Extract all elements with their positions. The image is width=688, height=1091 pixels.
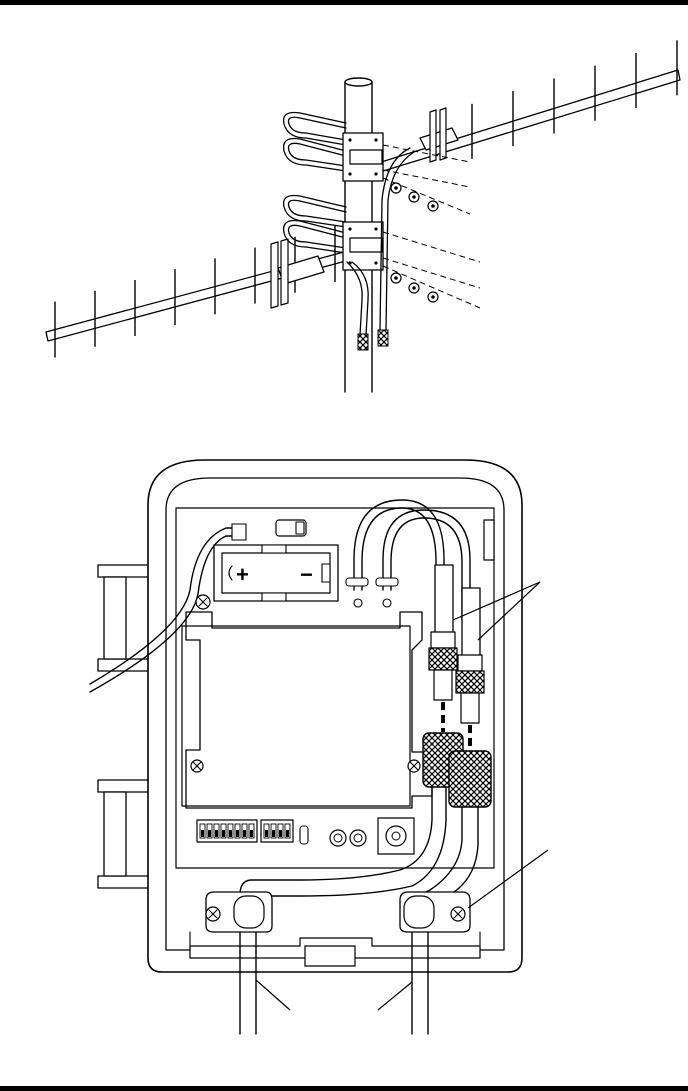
dip-switch-knob — [286, 830, 289, 837]
dip-switch-knob — [265, 830, 268, 837]
antenna-diagram — [46, 15, 688, 392]
dip-switch-bank — [197, 820, 308, 844]
nuts-and-washers — [391, 183, 438, 302]
mounting-brackets — [343, 133, 383, 270]
dip-switch-knob — [250, 830, 253, 837]
dip-switch-knob — [208, 830, 211, 837]
dip-switch-knob — [243, 830, 246, 837]
upper-yagi-antenna — [378, 15, 688, 172]
mounting-rails — [98, 565, 150, 888]
battery-negative-sign: − — [300, 562, 313, 587]
battery-positive-sign: + — [236, 562, 249, 587]
u-bolts — [284, 112, 346, 253]
enclosure-diagram: + − — [90, 460, 548, 1034]
dip-switch-knob — [201, 830, 204, 837]
dip-switch-knob — [229, 830, 232, 837]
lower-yagi-antenna — [46, 226, 357, 358]
dip-switch-knob — [272, 830, 275, 837]
dip-switch-knob — [279, 830, 282, 837]
dip-switch-knob — [222, 830, 225, 837]
dip-switch-knob — [236, 830, 239, 837]
dip-switch-knob — [215, 830, 218, 837]
